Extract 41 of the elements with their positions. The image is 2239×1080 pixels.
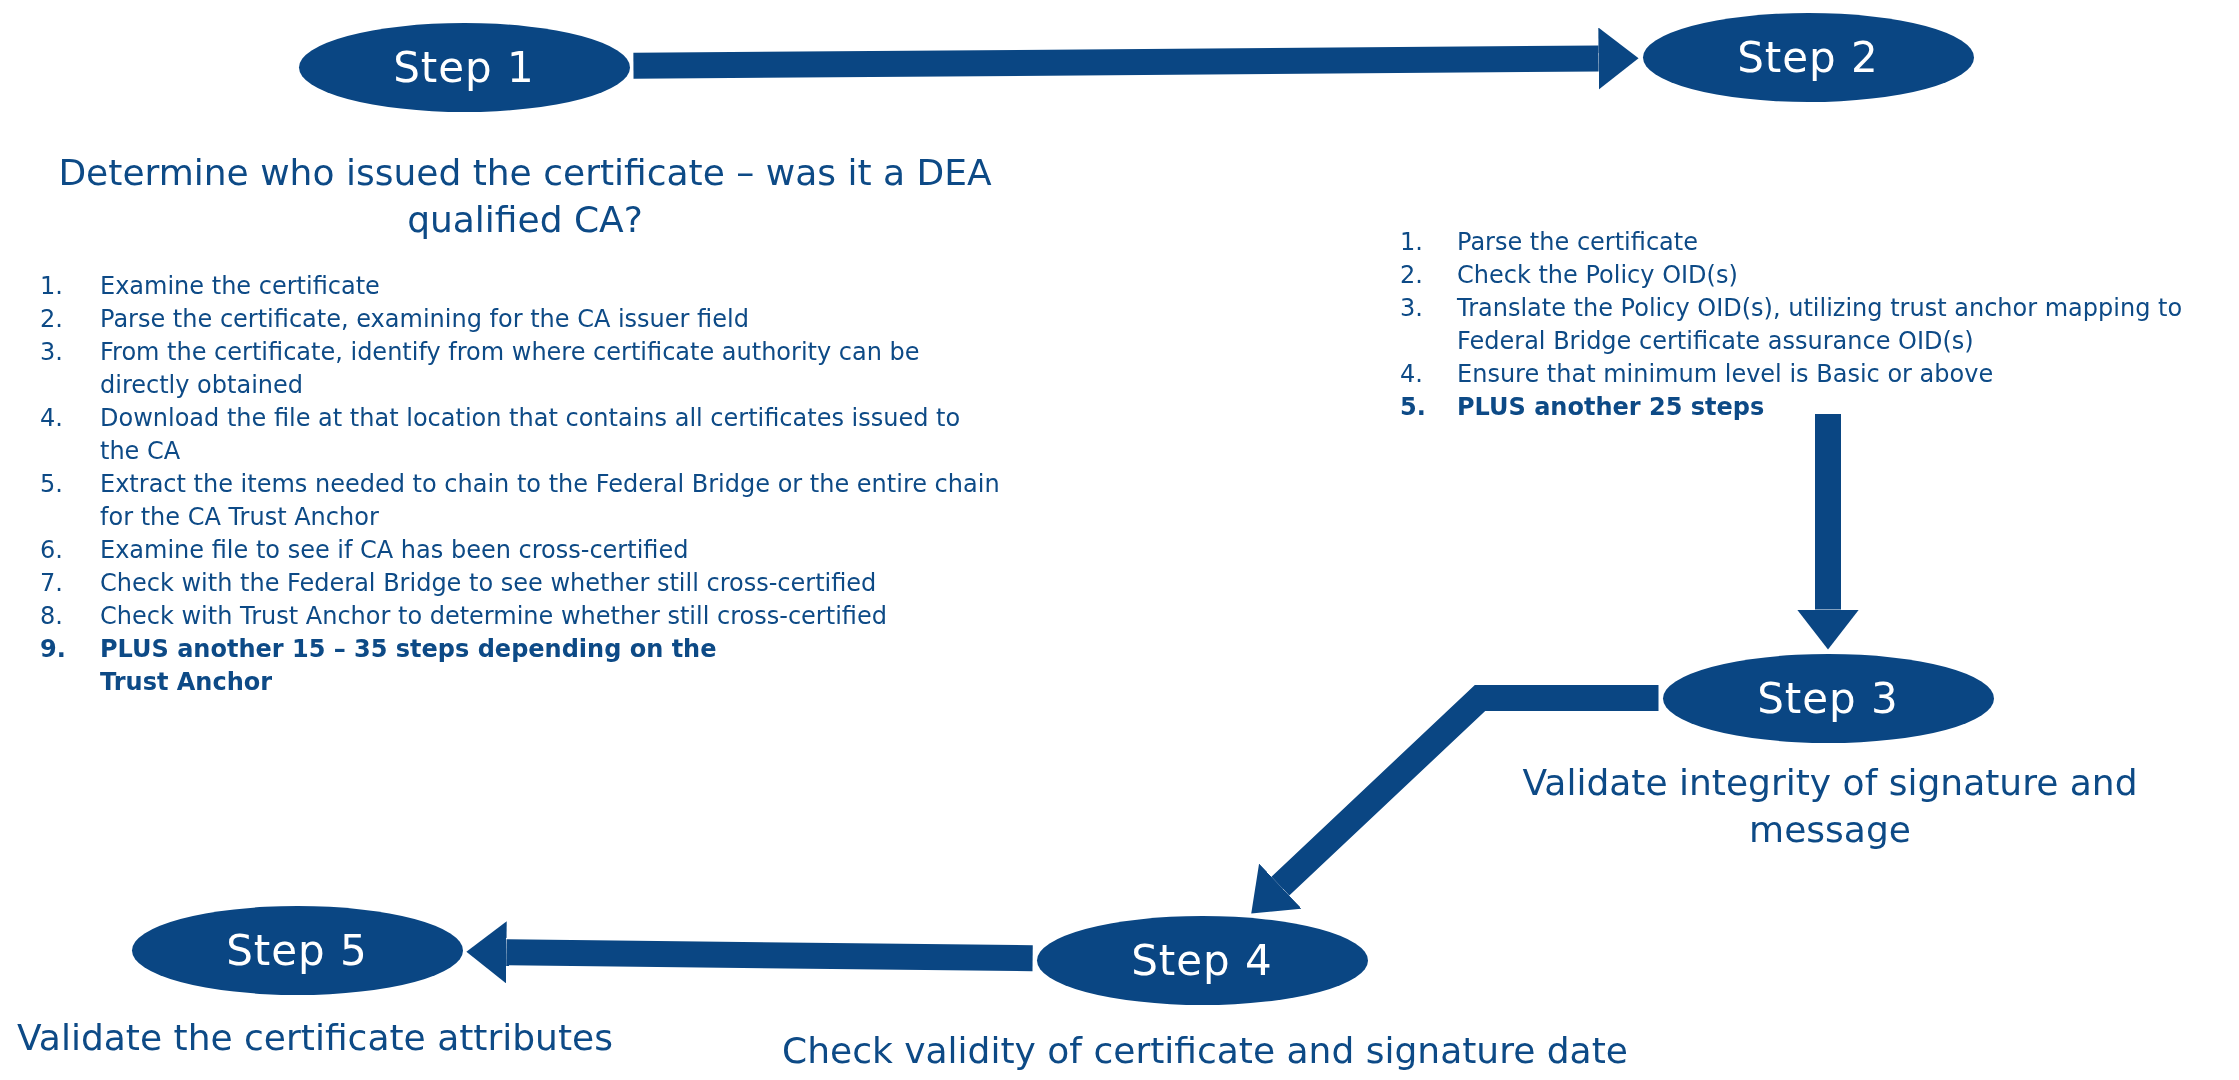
- list-item: PLUS another 15 – 35 steps depending on the Trust Anchor: [100, 634, 718, 698]
- step-ellipse: Step 1: [298, 22, 630, 112]
- list-number: 6.: [40, 535, 63, 566]
- list-number: 2.: [1400, 260, 1423, 291]
- step-ellipse: Step 3: [1662, 653, 1994, 743]
- block-arrow: [1797, 414, 1859, 650]
- block-arrow: [466, 921, 1033, 984]
- step-ellipse: Step 4: [1036, 915, 1368, 1005]
- list-item: Extract the items needed to chain to the Federal Bridge or the entire chain for the CA Trust Anchor: [100, 469, 1000, 533]
- list-item: Ensure that minimum level is Basic or above: [1457, 359, 1995, 390]
- list-item: Check with the Federal Bridge to see whether still cross-certified: [100, 568, 878, 599]
- step-ellipse: Step 5: [131, 905, 463, 995]
- list-number: 2.: [40, 304, 63, 335]
- list-number: 5.: [40, 469, 63, 500]
- block-arrow: [1251, 685, 1659, 914]
- step-heading: Determine who issued the certificate – was it a DEA qualified CA?: [57, 151, 993, 242]
- list-number: 9.: [40, 634, 66, 665]
- list-number: 7.: [40, 568, 63, 599]
- list-item: Translate the Policy OID(s), utilizing trust anchor mapping to Federal Bridge certificate assurance OID(s): [1457, 293, 2184, 357]
- list-number: 3.: [40, 337, 63, 368]
- list-item: Parse the certificate: [1457, 227, 1699, 258]
- list-number: 1.: [40, 271, 63, 302]
- list-number: 1.: [1400, 227, 1423, 258]
- list-item: Parse the certificate, examining for the CA issuer field: [100, 304, 750, 335]
- step-heading: Validate the certificate attributes: [16, 1016, 614, 1060]
- list-item: Examine the certificate: [100, 271, 381, 302]
- list-item: Download the file at that location that contains all certificates issued to the CA: [100, 403, 962, 467]
- list-item: Check the Policy OID(s): [1457, 260, 1739, 291]
- list-number: 8.: [40, 601, 63, 632]
- list-number: 3.: [1400, 293, 1423, 324]
- step-ellipse: Step 2: [1642, 12, 1974, 102]
- list-number: 4.: [1400, 359, 1423, 390]
- block-arrow: [633, 27, 1639, 90]
- step-heading: Validate integrity of signature and message: [1521, 761, 2139, 852]
- list-number: 5.: [1400, 392, 1426, 423]
- list-item: PLUS another 25 steps: [1457, 392, 1766, 423]
- list-item: From the certificate, identify from where certificate authority can be directly obtained: [100, 337, 921, 401]
- list-item: Examine file to see if CA has been cross-certified: [100, 535, 690, 566]
- step-heading: Check validity of certificate and signature date: [781, 1029, 1629, 1073]
- list-item: Check with Trust Anchor to determine whether still cross-certified: [100, 601, 888, 632]
- list-number: 4.: [40, 403, 63, 434]
